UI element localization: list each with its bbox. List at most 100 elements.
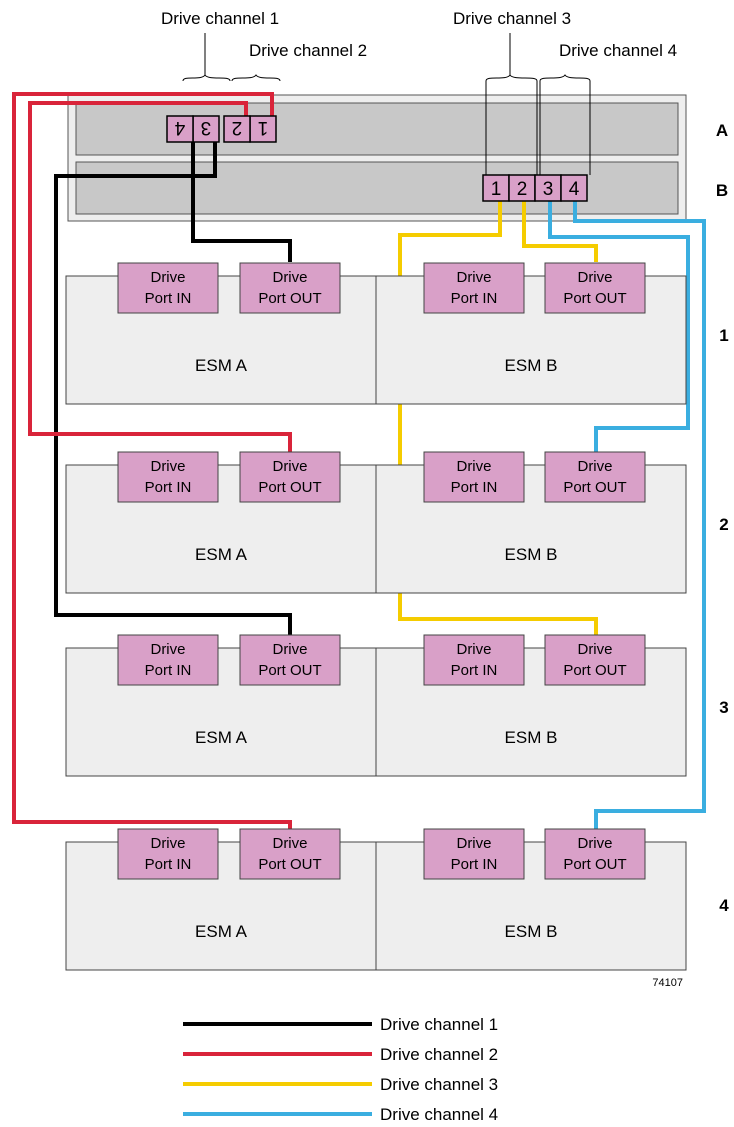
tray-3-esm-b-port-out-label: Port OUT — [563, 662, 626, 679]
controller-a-port-4 — [166, 115, 194, 143]
tray-2-esm-b-port-in — [423, 451, 525, 503]
brace-label-channel-1: Drive channel 1 — [161, 9, 279, 28]
tray-number-4: 4 — [719, 896, 729, 915]
ch3-cable-tray3-overlay — [498, 200, 502, 230]
brace-channel-3 — [485, 74, 538, 82]
tray-3-esm-b-port-out-drive-label: Drive — [577, 641, 612, 658]
controller-b-port-1 — [482, 174, 510, 202]
tray-1-esm-a-port-out — [239, 262, 341, 314]
controller-b-port-3 — [534, 174, 562, 202]
tray-4-esm-b-port-in-drive-label: Drive — [456, 835, 491, 852]
tray-3-esm-b-port-in — [423, 634, 525, 686]
ch4-cable-tray2 — [548, 200, 690, 455]
controller-cable-overlay — [60, 92, 700, 230]
tray-2-esm-a-port-in — [117, 451, 219, 503]
tray-2-esm-b-label: ESM B — [505, 545, 558, 564]
tray-1-esm-b-port-in — [423, 262, 525, 314]
tray-1-esm-b-port-in-drive-label: Drive — [456, 269, 491, 286]
tray-3-esm-b-port-in-label: Port IN — [451, 662, 498, 679]
controller-b-port-label-3: 3 — [543, 179, 554, 200]
controller-b-port-label-2: 2 — [517, 179, 528, 200]
brace-label-channel-3: Drive channel 3 — [453, 9, 571, 28]
controller-a-port-2 — [223, 115, 251, 143]
legend-label-channel-1: Drive channel 1 — [380, 1015, 498, 1034]
tray-2-esm-a-port-in-drive-label: Drive — [150, 458, 185, 475]
brace-label-channel-2: Drive channel 2 — [249, 41, 367, 60]
tray-3-esm-b-port-in-drive-label: Drive — [456, 641, 491, 658]
tray-4-esm-a-port-in-drive-label: Drive — [150, 835, 185, 852]
tray-4-esm-b-port-out-drive-label: Drive — [577, 835, 612, 852]
controller-a-port-3 — [192, 115, 220, 143]
tray-1-esm-a-port-in-drive-label: Drive — [150, 269, 185, 286]
label-layer: Drive channel 1 Drive channel 2 Drive chan… — [161, 9, 729, 1124]
tray-2-esm-b-port-in-drive-label: Drive — [456, 458, 491, 475]
tray-1-esm-a-port-in — [117, 262, 219, 314]
tray-3-esm-a-port-out — [239, 634, 341, 686]
controller-a-port-label-2: 2 — [232, 117, 243, 138]
tray-2-esm-a-port-out-label: Port OUT — [258, 479, 321, 496]
tray-number-2: 2 — [719, 515, 728, 534]
tray-4-esm-b-port-in-label: Port IN — [451, 856, 498, 873]
controller-a-port-label-4: 4 — [174, 117, 185, 138]
controller-b-port-4 — [560, 174, 588, 202]
tray-4-esm-a-port-out — [239, 828, 341, 880]
tray-1-esm-a-port-in-label: Port IN — [145, 290, 192, 307]
tray-4-esm-a-port-in-label: Port IN — [145, 856, 192, 873]
controller-a-port-label-3: 3 — [201, 117, 212, 138]
controller-a-port-label-1: 1 — [258, 117, 269, 138]
tray-4-esm-b-port-in — [423, 828, 525, 880]
tray-number-3: 3 — [719, 698, 728, 717]
tray-1-esm-b-port-out — [544, 262, 646, 314]
legend-label-channel-4: Drive channel 4 — [380, 1105, 498, 1124]
tray-4-esm-b-port-out — [544, 828, 646, 880]
legend-label-channel-3: Drive channel 3 — [380, 1075, 498, 1094]
tray-4-esm-b-port-out-label: Port OUT — [563, 856, 626, 873]
tray-2-esm-b-port-out-drive-label: Drive — [577, 458, 612, 475]
ch1-cable-tray3-overlay — [60, 142, 217, 178]
brace-label-channel-4: Drive channel 4 — [559, 41, 677, 60]
tray-2-esm-b-port-out — [544, 451, 646, 503]
controller-row-label-a: A — [716, 121, 728, 140]
tray-3-esm-a-label: ESM A — [195, 728, 248, 747]
figure-id: 74107 — [652, 977, 683, 989]
tray-1-esm-a-label: ESM A — [195, 356, 248, 375]
tray-1-esm-b-port-out-label: Port OUT — [563, 290, 626, 307]
ch2-cable-tray4-overlay — [60, 92, 274, 116]
ch1-cable-tray1-overlay — [191, 142, 195, 230]
tray-3-esm-a-port-in — [117, 634, 219, 686]
controller-row-label-b: B — [716, 181, 728, 200]
tray-3-esm-a-port-in-label: Port IN — [145, 662, 192, 679]
tray-2-esm-a-port-out — [239, 451, 341, 503]
brace-channel-1 — [182, 74, 231, 82]
brace-channel-2 — [231, 74, 281, 82]
tray-1-esm-b-label: ESM B — [505, 356, 558, 375]
controller-b-port-label-1: 1 — [491, 179, 502, 200]
tray-2-esm-a-port-out-drive-label: Drive — [272, 458, 307, 475]
legend-label-channel-2: Drive channel 2 — [380, 1045, 498, 1064]
tray-3-esm-a-port-out-label: Port OUT — [258, 662, 321, 679]
ch4-cable-tray4-overlay — [573, 200, 700, 223]
tray-4-esm-b-label: ESM B — [505, 922, 558, 941]
brace-channel-4 — [539, 74, 591, 82]
tray-4-esm-a-port-in — [117, 828, 219, 880]
tray-2-esm-a-port-in-label: Port IN — [145, 479, 192, 496]
tray-1-esm-b-port-in-label: Port IN — [451, 290, 498, 307]
tray-4-esm-a-port-out-drive-label: Drive — [272, 835, 307, 852]
ch3-cable-tray1-overlay — [522, 200, 526, 230]
tray-2-esm-b-port-in-label: Port IN — [451, 479, 498, 496]
tray-2-esm-b-port-out-label: Port OUT — [563, 479, 626, 496]
ch2-cable-tray2-overlay — [60, 101, 248, 116]
tray-4-esm-a-label: ESM A — [195, 922, 248, 941]
tray-1-esm-b-port-out-drive-label: Drive — [577, 269, 612, 286]
tray-1-esm-a-port-out-label: Port OUT — [258, 290, 321, 307]
tray-number-1: 1 — [719, 326, 728, 345]
controller-b-port-2 — [508, 174, 536, 202]
tray-1-esm-a-port-out-drive-label: Drive — [272, 269, 307, 286]
tray-3-esm-b-port-out — [544, 634, 646, 686]
tray-3-esm-b-label: ESM B — [505, 728, 558, 747]
tray-4-esm-a-port-out-label: Port OUT — [258, 856, 321, 873]
tray-3-esm-a-port-in-drive-label: Drive — [150, 641, 185, 658]
tray-2-esm-a-label: ESM A — [195, 545, 248, 564]
